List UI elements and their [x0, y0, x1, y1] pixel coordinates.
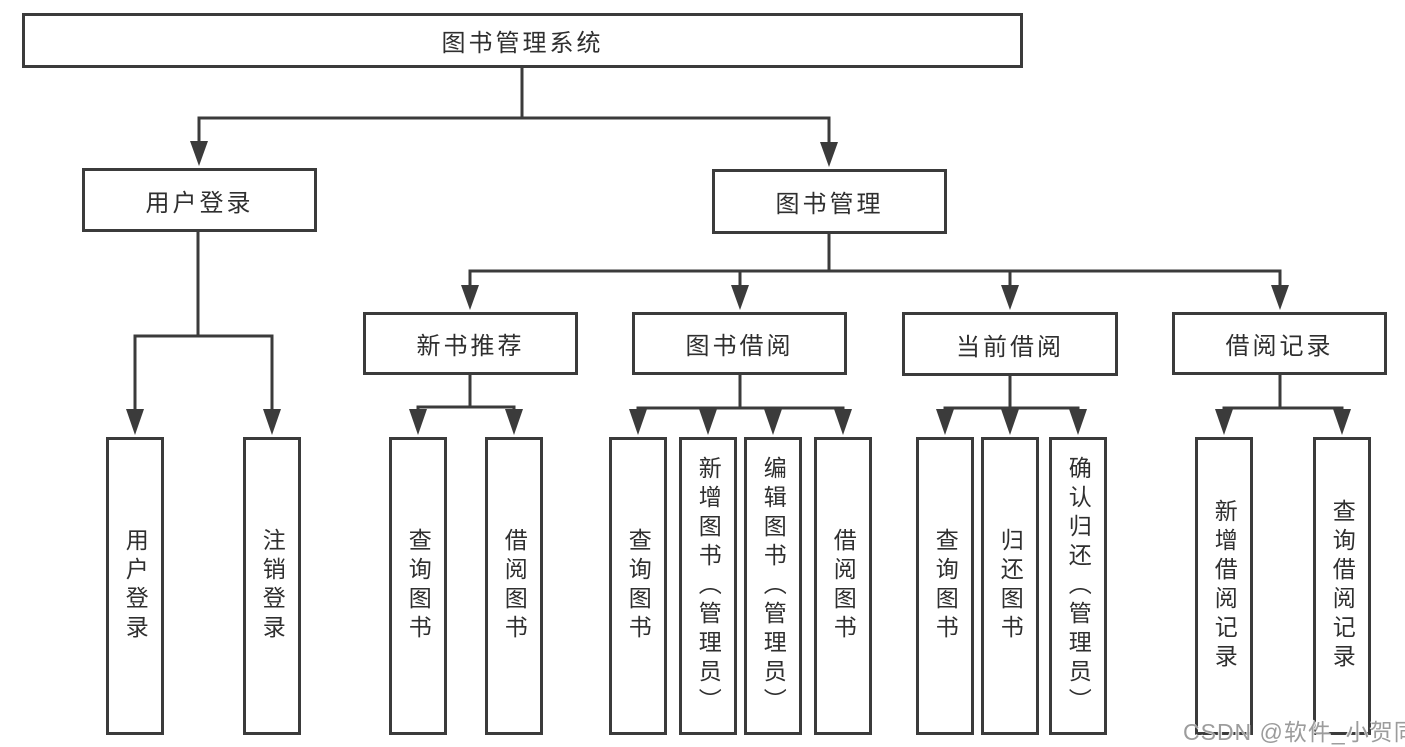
leaf-add-borrow-record-label: 新增借阅记录	[1211, 499, 1238, 673]
leaf-borrow-books-recommend-label: 借阅图书	[501, 528, 528, 644]
node-root: 图书管理系统	[22, 13, 1023, 68]
leaf-add-book-admin-label: 新增图书（管理员）	[695, 455, 722, 717]
leaf-add-book-admin: 新增图书（管理员）	[679, 437, 737, 735]
node-book-management-label: 图书管理	[775, 191, 884, 218]
leaf-query-books-borrowing: 查询图书	[609, 437, 667, 735]
node-root-label: 图书管理系统	[441, 30, 604, 57]
leaf-query-books-borrowing-label: 查询图书	[625, 528, 652, 644]
arrowhead-icons	[126, 141, 1351, 435]
node-current-borrowing-label: 当前借阅	[956, 333, 1064, 361]
leaf-confirm-return-admin: 确认归还（管理员）	[1049, 437, 1107, 735]
leaf-query-books-recommend-label: 查询图书	[405, 528, 432, 644]
leaf-query-books-current: 查询图书	[916, 437, 974, 735]
node-book-management: 图书管理	[712, 169, 947, 234]
leaf-confirm-return-admin-label: 确认归还（管理员）	[1065, 455, 1092, 717]
leaf-return-books: 归还图书	[981, 437, 1039, 735]
leaf-query-books-recommend: 查询图书	[389, 437, 447, 735]
leaf-borrow-books-borrowing-label: 借阅图书	[830, 528, 857, 644]
node-new-book-recommend: 新书推荐	[363, 312, 578, 375]
node-book-borrowing-label: 图书借阅	[685, 333, 794, 360]
node-book-borrowing: 图书借阅	[632, 312, 847, 375]
leaf-logout: 注销登录	[243, 437, 301, 735]
leaf-borrow-books-borrowing: 借阅图书	[814, 437, 872, 735]
node-new-book-recommend-label: 新书推荐	[416, 333, 525, 360]
leaf-return-books-label: 归还图书	[997, 528, 1024, 644]
node-user-login-label: 用户登录	[145, 189, 254, 217]
leaf-edit-book-admin: 编辑图书（管理员）	[744, 437, 802, 735]
leaf-add-borrow-record: 新增借阅记录	[1195, 437, 1253, 735]
leaf-user-login-label: 用户登录	[122, 528, 149, 644]
leaf-query-books-current-label: 查询图书	[932, 528, 959, 644]
leaf-query-borrow-record-label: 查询借阅记录	[1329, 499, 1356, 673]
leaf-borrow-books-recommend: 借阅图书	[485, 437, 543, 735]
node-current-borrowing: 当前借阅	[902, 312, 1118, 376]
node-borrowing-records: 借阅记录	[1172, 312, 1387, 375]
leaf-user-login: 用户登录	[106, 437, 164, 735]
leaf-query-borrow-record: 查询借阅记录	[1313, 437, 1371, 735]
tree-edges	[133, 66, 1344, 415]
csdn-watermark: CSDN @软件_小贺同学	[1183, 719, 1405, 745]
leaf-logout-label: 注销登录	[259, 528, 286, 644]
node-user-login: 用户登录	[82, 168, 317, 232]
leaf-edit-book-admin-label: 编辑图书（管理员）	[760, 455, 787, 717]
node-borrowing-records-label: 借阅记录	[1225, 333, 1334, 360]
